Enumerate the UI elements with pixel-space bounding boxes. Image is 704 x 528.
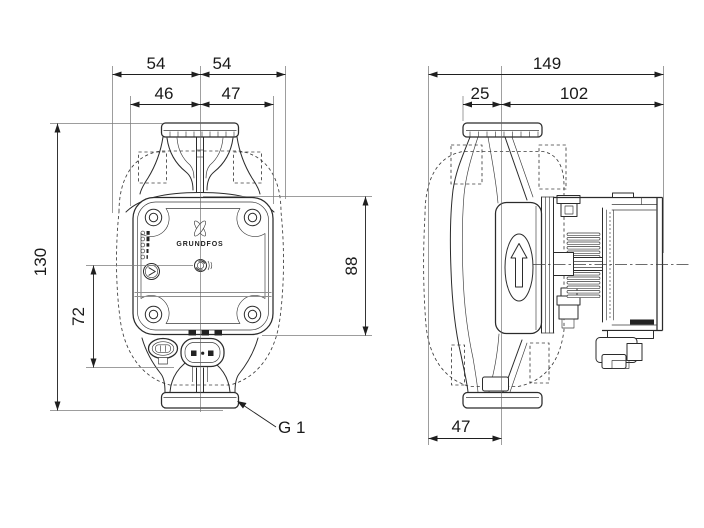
side-insulation-shell <box>423 144 567 387</box>
side-top-flange-knurl <box>469 131 539 137</box>
main-connector <box>180 337 225 368</box>
front-control-box: GRUNDFOS <box>132 196 274 336</box>
front-bottom-flange <box>160 391 240 409</box>
motor-connector <box>595 330 654 369</box>
front-top-flange <box>160 122 240 138</box>
dim-width-left-label: 54 <box>147 54 166 73</box>
shaft-hub <box>553 252 574 276</box>
front-extension-lines <box>50 66 372 411</box>
chevron-button <box>143 263 160 280</box>
corner-screw <box>144 208 262 324</box>
side-bottom-flange <box>462 391 543 409</box>
front-top-flange-knurl <box>169 131 235 137</box>
front-connectors <box>147 337 225 368</box>
side-extension-lines <box>428 66 664 445</box>
dim-axis-offset-label: 47 <box>452 417 471 436</box>
chevron-right-icon <box>148 267 156 276</box>
front-view: GRUNDFOS <box>31 54 372 437</box>
cooling-fins-lower <box>566 272 601 298</box>
side-pump-body <box>449 122 543 409</box>
side-view: 149 25 102 47 <box>423 54 691 445</box>
front-insulation-shell <box>116 150 284 386</box>
dim-inner-width-right-label: 47 <box>222 84 241 103</box>
side-motor <box>541 192 664 369</box>
side-top-flange <box>462 122 543 138</box>
dim-box-height-label: 88 <box>342 257 361 276</box>
dim-front-depth-label: 25 <box>471 84 490 103</box>
dim-center-to-bottom-label: 72 <box>69 307 88 326</box>
up-arrow-icon <box>510 243 528 288</box>
grundfos-logo: GRUNDFOS <box>176 220 223 248</box>
thread-size-label: G 1 <box>278 418 305 437</box>
dim-overall-height-label: 130 <box>31 248 50 276</box>
led-indicators <box>140 230 150 260</box>
dim-width-right-label: 54 <box>213 54 232 73</box>
brand-text: GRUNDFOS <box>176 241 223 248</box>
front-dimensions: 54 54 46 47 130 72 88 <box>31 54 369 411</box>
logo-blade-icon <box>193 220 207 237</box>
thread-callout: G 1 <box>237 401 305 437</box>
dim-rear-depth-label: 102 <box>560 84 588 103</box>
small-plug <box>147 337 179 365</box>
flow-direction-label <box>504 233 534 302</box>
dim-overall-length-label: 149 <box>533 54 561 73</box>
terminal-blocks <box>188 330 222 336</box>
side-dimensions: 149 25 102 47 <box>428 54 664 442</box>
motor-top-bracket <box>612 192 634 198</box>
dim-inner-width-left-label: 46 <box>155 84 174 103</box>
